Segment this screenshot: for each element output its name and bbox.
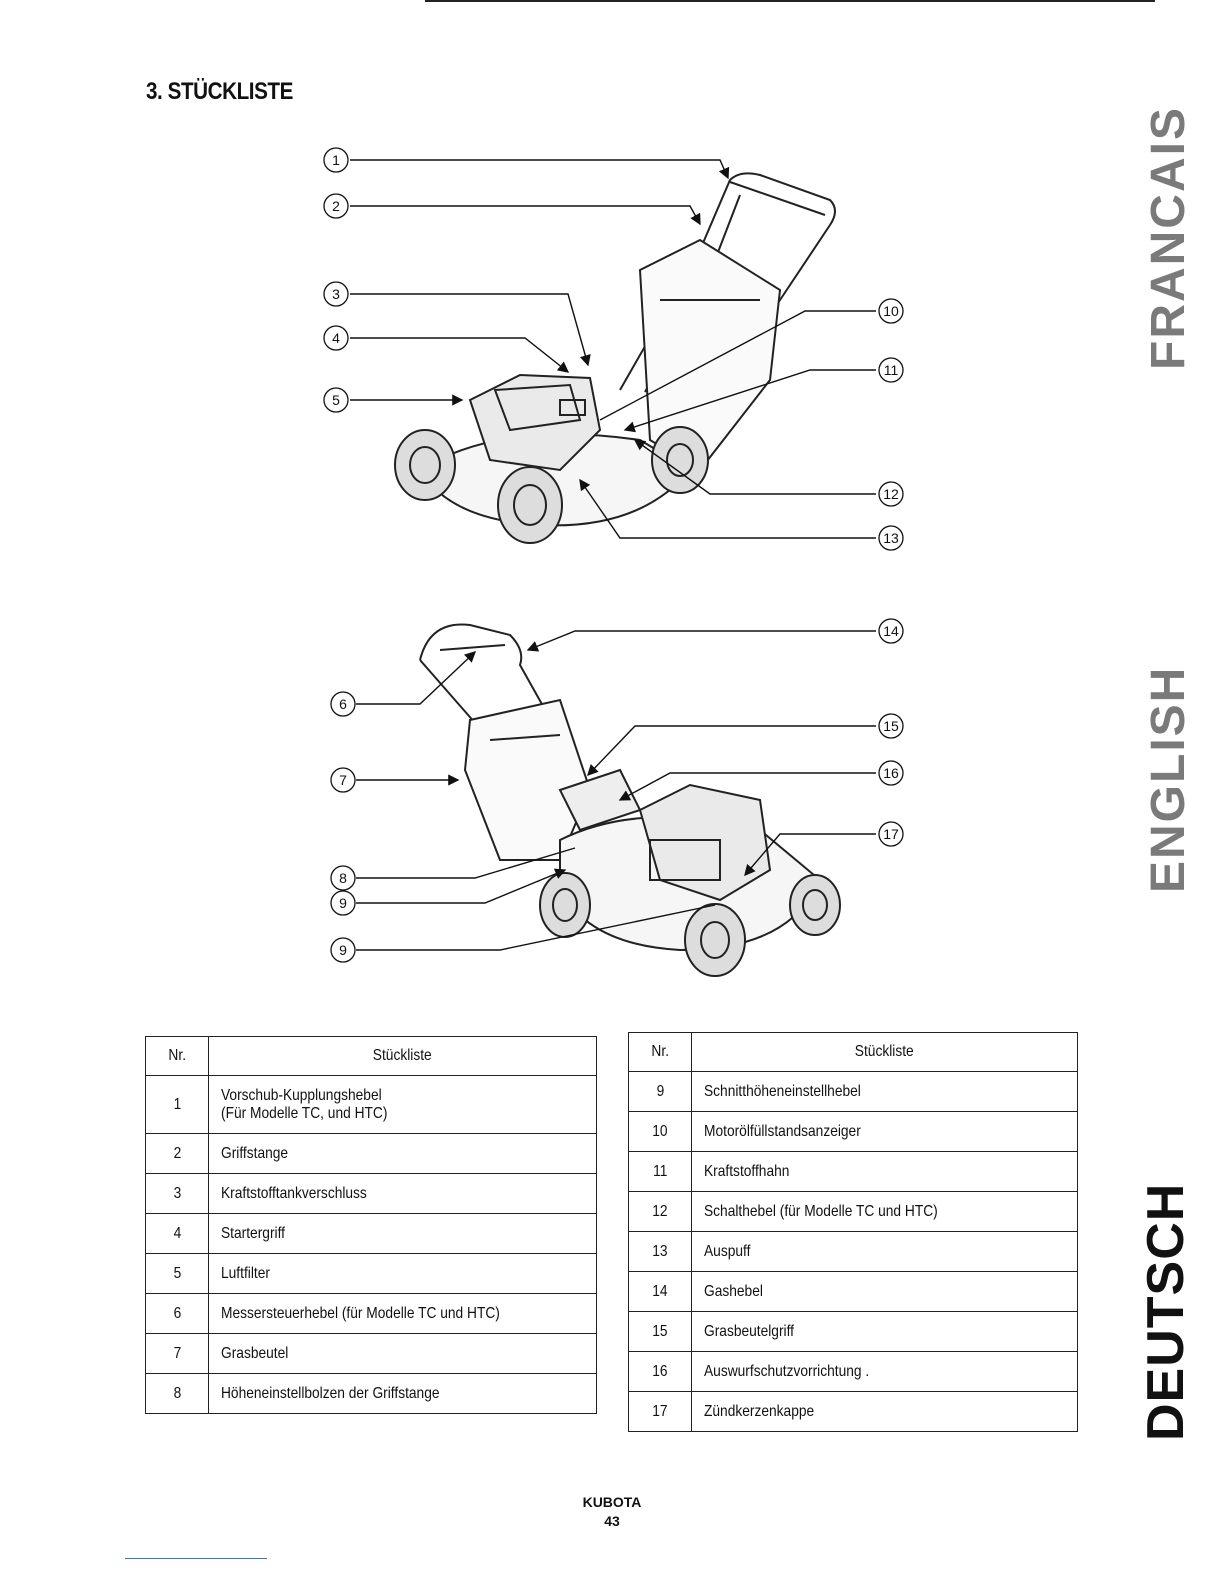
table-row: 14 Gashebel <box>628 1271 1078 1312</box>
callout-8: 8 <box>339 870 347 886</box>
row-nr: 6 <box>145 1293 209 1334</box>
callout-13: 13 <box>883 530 899 546</box>
table-row: 3 Kraftstofftankverschluss <box>145 1173 597 1214</box>
row-description: Schnitthöheneinstellhebel <box>691 1071 1078 1112</box>
row-nr: 17 <box>628 1391 692 1432</box>
row-nr: 2 <box>145 1133 209 1174</box>
top-rule <box>425 0 1155 2</box>
row-nr: 8 <box>145 1373 209 1414</box>
mower-diagram-bottom: 14 6 15 7 16 17 8 9 9 <box>330 618 904 977</box>
table-row: 10 Motorölfüllstandsanzeiger <box>628 1111 1078 1152</box>
table-header-row: Nr. Stückliste <box>628 1032 1078 1072</box>
table-row: 11 Kraftstoffhahn <box>628 1151 1078 1192</box>
page-number: 43 <box>604 1513 620 1529</box>
row-nr: 12 <box>628 1191 692 1232</box>
callouts-top <box>323 147 904 551</box>
mower-diagram-top: 1 2 3 4 5 10 11 12 13 <box>323 147 904 551</box>
parts-table-left: Nr. Stückliste 1 Vorschub-Kupplungshebel… <box>145 1036 597 1414</box>
callout-3: 3 <box>332 286 340 302</box>
row-description: Gashebel <box>691 1271 1078 1312</box>
row-description: Kraftstoffhahn <box>691 1151 1078 1192</box>
callout-17: 17 <box>883 826 899 842</box>
callout-11: 11 <box>884 362 899 378</box>
callout-2: 2 <box>332 198 340 214</box>
row-nr: 5 <box>145 1253 209 1294</box>
row-nr: 4 <box>145 1213 209 1254</box>
parts-table-right: Nr. Stückliste 9 Schnitthöheneinstellheb… <box>628 1032 1078 1432</box>
row-description: Motorölfüllstandsanzeiger <box>691 1111 1078 1152</box>
row-description: Luftfilter <box>208 1253 597 1294</box>
table-row: 7 Grasbeutel <box>145 1333 597 1374</box>
column-header-description: Stückliste <box>691 1032 1078 1072</box>
row-description: Grasbeutelgriff <box>691 1311 1078 1352</box>
row-description: Kraftstofftankverschluss <box>208 1173 597 1214</box>
callouts-bottom <box>330 618 904 963</box>
row-nr: 14 <box>628 1271 692 1312</box>
table-row: 17 Zündkerzenkappe <box>628 1391 1078 1432</box>
side-tab-francais: FRANCAIS <box>1142 106 1195 370</box>
row-nr: 13 <box>628 1231 692 1272</box>
table-row: 4 Startergriff <box>145 1213 597 1254</box>
callout-6: 6 <box>339 696 347 712</box>
table-row: 13 Auspuff <box>628 1231 1078 1272</box>
table-header-row: Nr. Stückliste <box>145 1036 597 1076</box>
footer-brand: KUBOTA <box>582 1494 642 1510</box>
row-nr: 3 <box>145 1173 209 1214</box>
side-tab-english: ENGLISH <box>1142 665 1195 893</box>
row-nr: 1 <box>145 1075 209 1134</box>
table-row: 5 Luftfilter <box>145 1253 597 1294</box>
page-title: 3. STÜCKLISTE <box>146 78 293 105</box>
bottom-rule <box>125 1558 267 1559</box>
row-description: Auspuff <box>691 1231 1078 1272</box>
row-nr: 11 <box>628 1151 692 1192</box>
callout-5: 5 <box>332 392 340 408</box>
column-header-nr: Nr. <box>628 1032 692 1072</box>
row-nr: 9 <box>628 1071 692 1112</box>
callout-4: 4 <box>332 330 340 346</box>
row-description: Startergriff <box>208 1213 597 1254</box>
column-header-description: Stückliste <box>208 1036 597 1076</box>
callout-10: 10 <box>883 303 899 319</box>
mower-illustration-top <box>394 172 836 544</box>
callout-15: 15 <box>883 718 899 734</box>
callout-9b: 9 <box>339 942 347 958</box>
callout-9a: 9 <box>339 895 347 911</box>
side-tab-deutsch: DEUTSCH <box>1137 1182 1195 1441</box>
table-row: 1 Vorschub-Kupplungshebel (Für Modelle T… <box>145 1075 597 1134</box>
table-row: 2 Griffstange <box>145 1133 597 1174</box>
mower-illustration-bottom <box>419 623 841 977</box>
row-description: Vorschub-Kupplungshebel (Für Modelle TC,… <box>208 1075 597 1134</box>
row-description: Griffstange <box>208 1133 597 1174</box>
callout-7: 7 <box>339 772 347 788</box>
row-nr: 16 <box>628 1351 692 1392</box>
table-row: 6 Messersteuerhebel (für Modelle TC und … <box>145 1293 597 1334</box>
table-row: 16 Auswurfschutzvorrichtung . <box>628 1351 1078 1392</box>
callout-12: 12 <box>883 486 899 502</box>
row-nr: 15 <box>628 1311 692 1352</box>
row-description: Auswurfschutzvorrichtung . <box>691 1351 1078 1392</box>
row-description: Messersteuerhebel (für Modelle TC und HT… <box>208 1293 597 1334</box>
row-description: Grasbeutel <box>208 1333 597 1374</box>
table-row: 15 Grasbeutelgriff <box>628 1311 1078 1352</box>
column-header-nr: Nr. <box>145 1036 209 1076</box>
callout-1: 1 <box>332 152 340 168</box>
table-row: 8 Höheneinstellbolzen der Griffstange <box>145 1373 597 1414</box>
callout-16: 16 <box>883 765 899 781</box>
table-row: 9 Schnitthöheneinstellhebel <box>628 1071 1078 1112</box>
callout-14: 14 <box>883 623 899 639</box>
table-row: 12 Schalthebel (für Modelle TC und HTC) <box>628 1191 1078 1232</box>
row-description: Höheneinstellbolzen der Griffstange <box>208 1373 597 1414</box>
row-nr: 7 <box>145 1333 209 1374</box>
row-description: Schalthebel (für Modelle TC und HTC) <box>691 1191 1078 1232</box>
row-description: Zündkerzenkappe <box>691 1391 1078 1432</box>
row-nr: 10 <box>628 1111 692 1152</box>
